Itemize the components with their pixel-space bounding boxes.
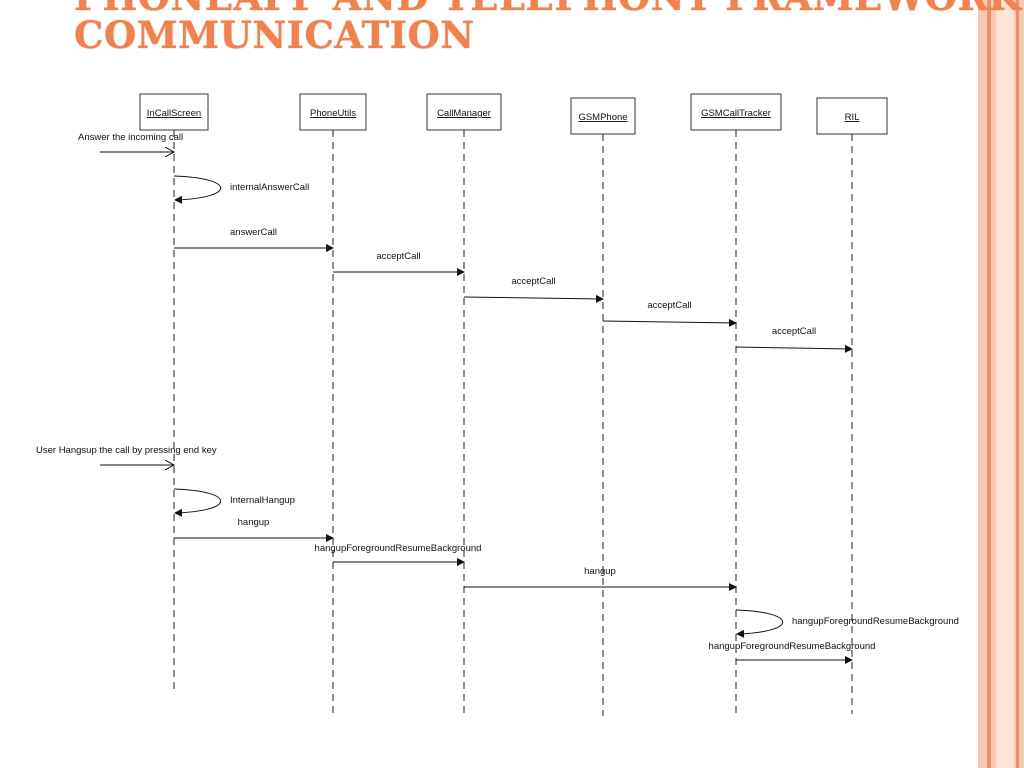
message-label: hangupForegroundResumeBackground [792, 616, 959, 627]
message-4: acceptCall [333, 251, 465, 276]
message-label: internalAnswerCall [230, 182, 309, 193]
participant-gsmphone: GSMPhone [570, 97, 636, 716]
message-7: acceptCall [735, 326, 853, 353]
slide-border-inner [996, 0, 1014, 768]
message-12: hangup [464, 566, 737, 591]
message-label: InternalHangup [230, 495, 295, 506]
message-8: User Hangsup the call by pressing end ke… [36, 445, 217, 465]
message-3: answerCall [174, 227, 334, 252]
message-label: Answer the incoming call [78, 132, 183, 143]
slide-title-line-2: COMMUNICATION [74, 13, 475, 57]
participant-box [570, 97, 636, 135]
participant-label: CallManager [437, 108, 491, 119]
slide-border-edge [1016, 0, 1019, 768]
message-label: hangup [238, 517, 270, 528]
participant-label: InCallScreen [147, 108, 201, 119]
slide-title-line-1: PHONEAPP AND TELEPHONY FRAMEWORK [74, 0, 1021, 16]
message-label: acceptCall [772, 326, 816, 337]
slide-title: PHONEAPP AND TELEPHONY FRAMEWORK COMMUNI… [74, 0, 1021, 54]
participant-label: GSMCallTracker [701, 108, 771, 119]
participant-box [139, 93, 209, 131]
message-label: acceptCall [376, 251, 420, 262]
message-label: hangup [584, 566, 616, 577]
participant-gsmcalltracker: GSMCallTracker [690, 93, 782, 714]
message-label: acceptCall [647, 300, 691, 311]
message-arrow [463, 294, 604, 303]
message-13: hangupForegroundResumeBackground [735, 609, 959, 638]
message-arrow [735, 344, 853, 353]
participant-incallscreen: InCallScreen [139, 93, 209, 694]
message-6: acceptCall [602, 300, 737, 327]
message-5: acceptCall [463, 276, 604, 303]
message-label: acceptCall [511, 276, 555, 287]
participant-box [816, 97, 888, 135]
message-10: hangup [174, 517, 334, 542]
sequence-diagram: InCallScreen PhoneUtils CallManager GSMPhon… [36, 93, 959, 716]
message-11: hangupForegroundResumeBackground [315, 543, 482, 566]
participant-callmanager: CallManager [426, 93, 502, 714]
slide-border-mid [987, 0, 991, 768]
message-9: InternalHangup [173, 488, 295, 517]
message-label: User Hangsup the call by pressing end ke… [36, 445, 217, 456]
self-call-arrow [173, 488, 222, 517]
message-label: hangupForegroundResumeBackground [315, 543, 482, 554]
participant-ril: RIL [816, 97, 888, 714]
message-14: hangupForegroundResumeBackground [709, 641, 876, 664]
participant-box [426, 93, 502, 131]
participant-label: GSMPhone [578, 112, 627, 123]
participant-label: RIL [845, 112, 860, 123]
message-2: internalAnswerCall [173, 175, 309, 204]
self-call-arrow [735, 609, 784, 638]
message-label: hangupForegroundResumeBackground [709, 641, 876, 652]
message-1: Answer the incoming call [78, 132, 183, 152]
participant-label: PhoneUtils [310, 108, 356, 119]
participant-phoneutils: PhoneUtils [299, 93, 367, 714]
participant-box [690, 93, 782, 131]
participant-box [299, 93, 367, 131]
message-arrow [602, 318, 737, 327]
message-label: answerCall [230, 227, 277, 238]
self-call-arrow [173, 175, 222, 204]
